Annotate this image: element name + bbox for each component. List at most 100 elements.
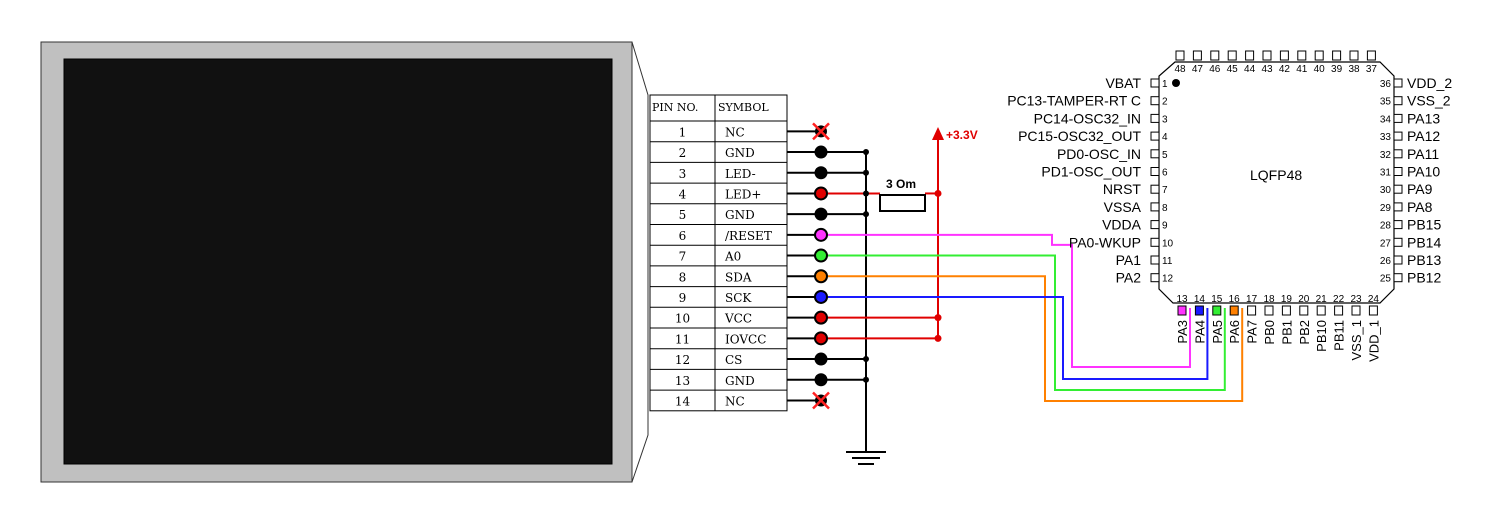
mcu-left-pin-name: PA2 — [1116, 270, 1142, 286]
mcu-body — [1158, 61, 1395, 304]
junction-dot — [934, 334, 942, 342]
mcu-left-pin-name: PC14-OSC32_IN — [1034, 110, 1141, 126]
mcu-top-pin-num: 43 — [1261, 64, 1273, 75]
mcu-pin-pad — [1334, 305, 1344, 316]
mcu-bottom-pin-num: 15 — [1211, 294, 1223, 305]
mcu-right-pin-num: 34 — [1380, 114, 1392, 125]
mcu-pin-pad — [1393, 96, 1403, 106]
mcu-pin-pad — [1393, 78, 1403, 88]
mcu-right-pin-num: 32 — [1380, 150, 1392, 161]
mcu-pin-pad — [1351, 305, 1361, 316]
junction-dot — [863, 149, 869, 156]
pin-number: 10 — [675, 312, 690, 326]
mcu-pin-pad — [1150, 167, 1160, 176]
no-connect-icon — [812, 122, 830, 141]
pin-symbol: GND — [725, 146, 755, 160]
mcu-right-pin-num: 29 — [1380, 203, 1392, 214]
mcu-left-pin-num: 8 — [1162, 203, 1168, 214]
mcu-bottom-pin-name: PB11 — [1332, 320, 1347, 351]
mcu-bottom-pin-num: 24 — [1368, 294, 1380, 305]
mcu-pin-pad — [1297, 50, 1307, 61]
mcu-left-pin-num: 1 — [1162, 79, 1168, 90]
junction-dot — [863, 169, 869, 176]
lcd-flex-cable — [631, 41, 649, 483]
resistor-body — [879, 194, 926, 212]
pin-number: 13 — [675, 374, 690, 388]
mcu-left-pin-num: 6 — [1162, 168, 1168, 179]
signal-wire — [821, 254, 1226, 391]
pin-symbol: CS — [725, 353, 742, 367]
mcu-bottom-pin-num: 23 — [1350, 294, 1362, 305]
mcu-right-pin-num: 33 — [1380, 132, 1392, 143]
mcu-top-pin-num: 37 — [1366, 64, 1378, 75]
mcu-pin-pad — [1393, 237, 1403, 247]
mcu-left-pin-name: PD0-OSC_IN — [1057, 146, 1141, 162]
mcu-top-pin-num: 46 — [1209, 64, 1221, 75]
ground-icon — [846, 435, 886, 465]
mcu-left-pin-num: 9 — [1162, 221, 1168, 232]
pin-symbol: NC — [725, 394, 745, 408]
mcu-left-pin-name: VDDA — [1102, 217, 1142, 233]
pin-symbol: SDA — [725, 270, 752, 284]
mcu-top-pin-num: 41 — [1296, 64, 1308, 75]
mcu-package-label: LQFP48 — [1250, 167, 1302, 183]
pin-symbol: VCC — [724, 312, 752, 326]
mcu-right-pin-name: PB13 — [1407, 252, 1441, 268]
pin-number: 4 — [679, 187, 687, 201]
mcu-bottom-pin-num: 21 — [1316, 294, 1328, 305]
mcu-top-pin-num: 47 — [1192, 64, 1204, 75]
mcu-right-pin-name: VDD_2 — [1407, 75, 1452, 91]
mcu-pin-pad — [1227, 50, 1237, 61]
mcu-left-pin-num: 7 — [1162, 185, 1168, 196]
mcu-right-pin-name: PB15 — [1407, 217, 1441, 233]
mcu-pin-pad — [1349, 50, 1359, 61]
mcu-top-pin-num: 38 — [1348, 64, 1360, 75]
mcu-bottom-pin-num: 16 — [1229, 294, 1241, 305]
pin-symbol: GND — [725, 208, 755, 222]
signal-pin-dot — [814, 269, 828, 284]
mcu-right-pin-name: PA9 — [1407, 181, 1433, 197]
mcu-pin-pad — [1314, 50, 1324, 61]
mcu-pin-pad — [1150, 273, 1160, 283]
mcu-pin-pad — [1150, 113, 1160, 123]
mcu-bottom-pin-name: PA3 — [1175, 320, 1190, 344]
pin-symbol: /RESET — [725, 229, 772, 243]
mcu-left-pin-name: PD1-OSC_OUT — [1041, 164, 1141, 180]
mcu-left-pin-num: 10 — [1162, 238, 1174, 249]
signal-wire — [821, 295, 1209, 380]
signal-wire — [821, 233, 1191, 368]
mcu-pin-pad — [1393, 113, 1403, 123]
mcu-right-pin-num: 31 — [1380, 168, 1392, 179]
pin-number: 12 — [675, 353, 690, 367]
mcu-pin-pad — [1150, 96, 1160, 106]
mcu-pin-pad — [1393, 149, 1403, 159]
mcu-pin-pad — [1393, 202, 1403, 212]
mcu-left-pin-num: 11 — [1162, 256, 1173, 267]
mcu-pin-pad — [1366, 50, 1376, 61]
mcu-bottom-pin-num: 18 — [1263, 294, 1275, 305]
mcu-pin-pad — [1150, 220, 1160, 230]
mcu-bottom-pin-name: PB10 — [1314, 320, 1329, 352]
mcu-bottom-pin-num: 22 — [1333, 294, 1345, 305]
gnd-pin-dot — [814, 352, 828, 366]
mcu-bottom-pin-name: PA5 — [1210, 320, 1225, 344]
pin-no-header: PIN NO. — [652, 101, 698, 114]
mcu-pin-pad — [1262, 50, 1272, 61]
mcu-pin-pad — [1229, 305, 1239, 316]
mcu-left-pin-num: 12 — [1162, 274, 1174, 285]
mcu-right-pin-name: PA12 — [1407, 128, 1440, 144]
pin-symbol: SCK — [725, 291, 752, 305]
mcu-right-pin-name: PA13 — [1407, 110, 1440, 126]
mcu-pin-pad — [1150, 78, 1160, 88]
mcu-bottom-pin-name: VDD_1 — [1366, 320, 1381, 362]
mcu-top-pin-num: 48 — [1174, 64, 1186, 75]
gnd-pin-dot — [814, 373, 828, 387]
pin-number: 5 — [679, 208, 687, 222]
mcu-right-pin-num: 26 — [1380, 256, 1392, 267]
mcu-pin-pad — [1279, 50, 1289, 61]
mcu-pin-pad — [1393, 184, 1403, 194]
resistor-label: 3 Om — [886, 177, 916, 191]
mcu-pin-pad — [1393, 273, 1403, 283]
